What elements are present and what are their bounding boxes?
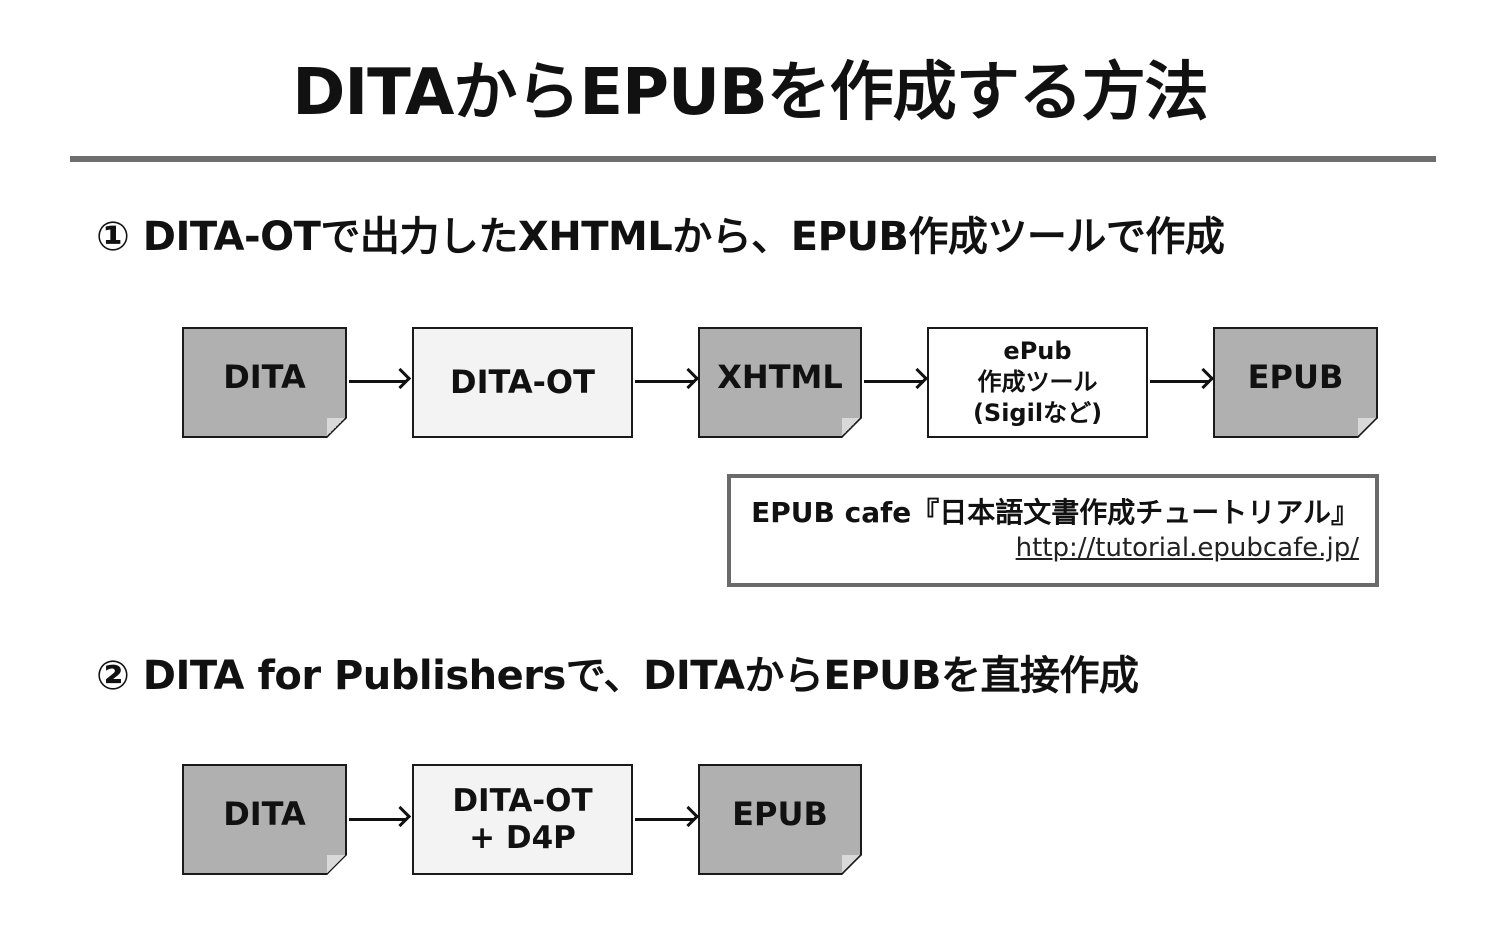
reference-link-row: http://tutorial.epubcafe.jp/ (731, 530, 1359, 565)
epub-tool-line-1: ePub (1003, 337, 1072, 366)
reference-box: EPUB cafe『日本語文書作成チュートリアル』 http://tutoria… (727, 474, 1379, 587)
title-divider (70, 156, 1436, 162)
epub-tool-line-2: 作成ツール (977, 368, 1098, 397)
epub-document-node-2: EPUB (698, 764, 862, 875)
dita-label-2: DITA (223, 794, 306, 833)
reference-title: EPUB cafe『日本語文書作成チュートリアル』 (751, 496, 1359, 529)
reference-link[interactable]: http://tutorial.epubcafe.jp/ (1015, 532, 1359, 563)
arrow-tool-to-epub (1150, 380, 1210, 383)
xhtml-document-node: XHTML (698, 327, 862, 438)
dita-label: DITA (223, 357, 306, 396)
epub-label: EPUB (1247, 357, 1344, 396)
epub-tool-line-3: (Sigilなど) (972, 398, 1103, 427)
epub-document-node: EPUB (1213, 327, 1378, 438)
slide-title: DITAからEPUBを作成する方法 (292, 56, 1209, 130)
arrow-dita-to-d4p (349, 818, 407, 821)
dita-document-node-2: DITA (182, 764, 347, 875)
arrow-dita-to-ditaot (349, 380, 407, 383)
dita-ot-d4p-process-node: DITA-OT + D4P (412, 764, 633, 875)
section-1-heading: ① DITA-OTで出力したXHTMLから、EPUB作成ツールで作成 (96, 214, 1225, 260)
section-2-heading: ② DITA for Publishersで、DITAからEPUBを直接作成 (96, 653, 1139, 699)
dita-ot-d4p-line-1: DITA-OT (452, 782, 593, 819)
dita-ot-d4p-line-2: + D4P (469, 819, 576, 856)
xhtml-label: XHTML (717, 357, 843, 396)
arrow-d4p-to-epub (635, 818, 695, 821)
dita-ot-label: DITA-OT (450, 362, 595, 401)
arrow-xhtml-to-tool (864, 380, 924, 383)
dita-document-node: DITA (182, 327, 347, 438)
epub-tool-node: ePub 作成ツール (Sigilなど) (927, 327, 1148, 438)
arrow-ditaot-to-xhtml (635, 380, 695, 383)
dita-ot-process-node: DITA-OT (412, 327, 633, 438)
epub-label-2: EPUB (732, 794, 828, 833)
